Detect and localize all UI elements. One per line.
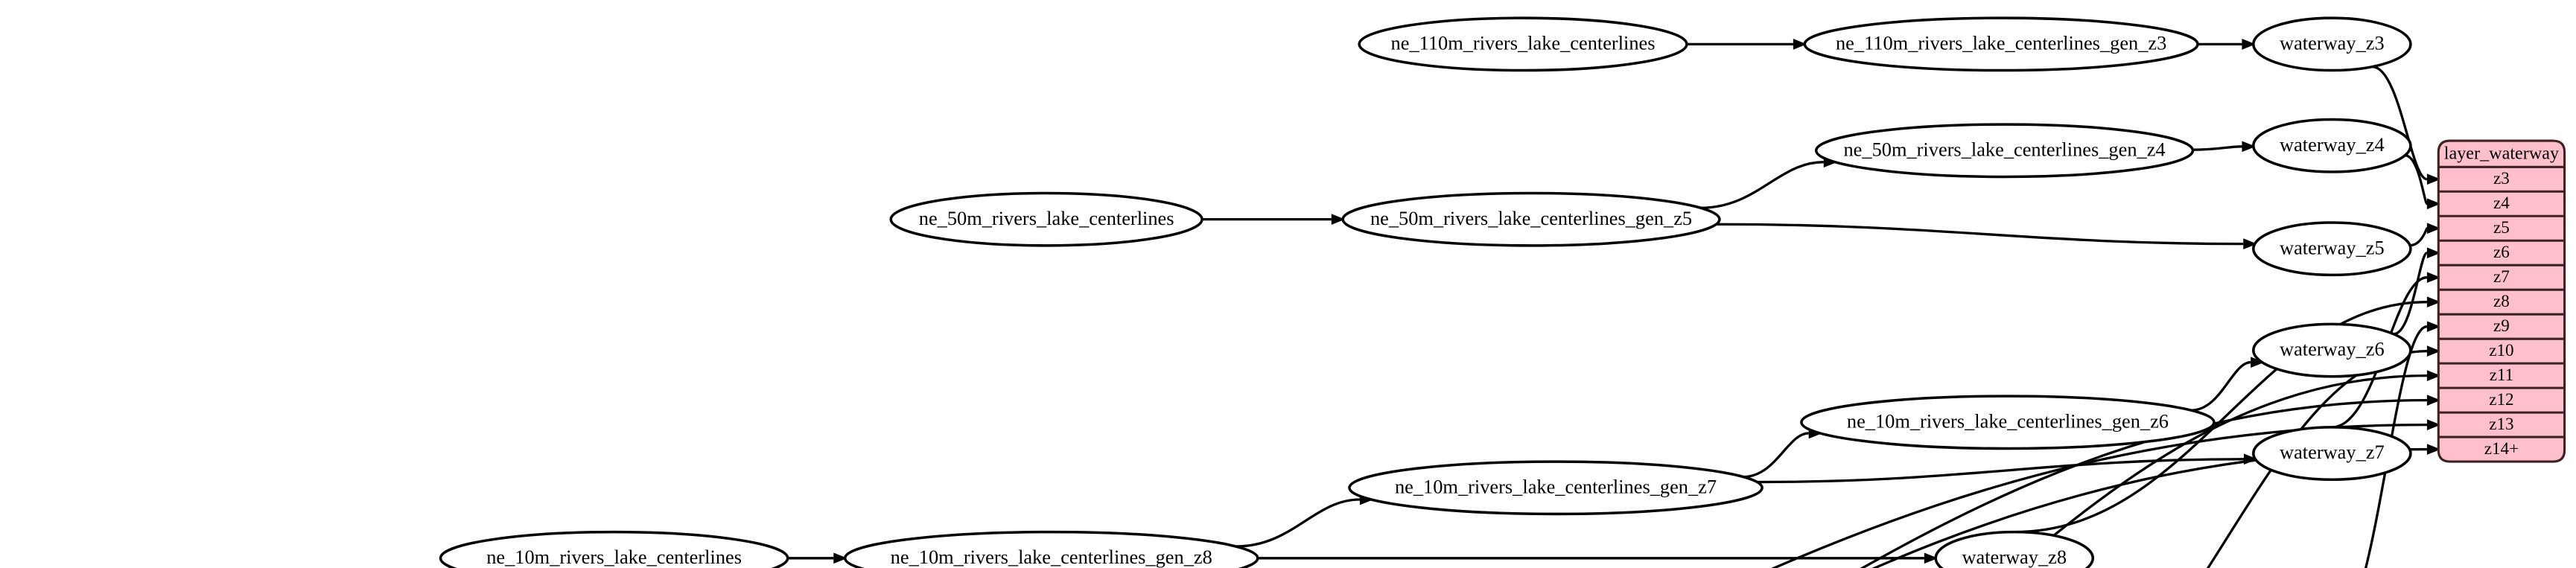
arrow-head-icon xyxy=(2251,357,2265,368)
edges-layer xyxy=(787,39,2441,568)
node-label: waterway_z5 xyxy=(2280,236,2385,258)
node-label: waterway_z8 xyxy=(1962,546,2067,568)
arrow-head-icon xyxy=(2426,198,2441,210)
arrow-head-icon xyxy=(2426,345,2441,357)
arrow-head-icon xyxy=(2243,238,2257,249)
arrow-head-icon xyxy=(2426,419,2441,430)
layer-waterway-table: layer_waterway z3 z4 z5 z6 z7 z8 z9 z10 z11 z12 z13… xyxy=(2437,139,2566,463)
node-shape xyxy=(843,530,1259,568)
nodes-layer: imposm3osm_waterway_linestringosm_import… xyxy=(439,16,2412,568)
node-label: waterway_z6 xyxy=(2280,338,2385,360)
arrow-head-icon xyxy=(2242,141,2256,153)
arrow-head-icon xyxy=(2242,39,2256,50)
table-row-label: z10 xyxy=(2489,340,2513,360)
node-shape xyxy=(1803,16,2199,72)
arrow-head-icon xyxy=(1924,552,1939,564)
node-label: ne_10m_rivers_lake_centerlines xyxy=(486,546,742,568)
node-ww_z7[interactable]: waterway_z7 xyxy=(2252,426,2412,482)
node-label: ne_10m_rivers_lake_centerlines_gen_z7 xyxy=(1395,475,1717,497)
arrow-head-icon xyxy=(2426,370,2441,381)
edge-ww_z9-to-table-z9 xyxy=(2364,325,2428,568)
arrow-head-icon xyxy=(833,552,847,564)
arrow-head-icon xyxy=(1331,214,1346,225)
arrow-head-icon xyxy=(2426,247,2441,259)
edge-ne10_z8-to-ne10_z7 xyxy=(1235,498,1360,548)
table-row-label: z3 xyxy=(2493,168,2510,188)
node-ne10_z7[interactable]: ne_10m_rivers_lake_centerlines_gen_z7 xyxy=(1348,460,1764,516)
table-row-label: z6 xyxy=(2493,242,2510,261)
edge-ww_z14-to-table-z14+ xyxy=(1871,447,2427,568)
edge-ww_z3-to-table-z3 xyxy=(2371,65,2428,181)
arrow-head-icon xyxy=(2426,321,2441,333)
node-shape xyxy=(1814,123,2195,179)
table-row-label: z12 xyxy=(2489,389,2513,409)
node-shape xyxy=(2252,221,2412,277)
node-ne10_z6[interactable]: ne_10m_rivers_lake_centerlines_gen_z6 xyxy=(1800,395,2216,450)
edge-ne10_z6-to-ww_z6 xyxy=(2191,361,2251,412)
node-label: waterway_z4 xyxy=(2280,133,2385,156)
arrow-head-icon xyxy=(2426,444,2441,455)
table-row-label: z7 xyxy=(2493,267,2510,286)
edge-ww_z11-to-table-z11 xyxy=(2011,374,2427,568)
table-row-label: z4 xyxy=(2493,193,2510,212)
node-shape xyxy=(889,191,1203,247)
edge-ne50_z5-to-ww_z5 xyxy=(1716,223,2244,246)
node-label: ne_10m_rivers_lake_centerlines_gen_z6 xyxy=(1847,409,2169,432)
table-row-label: z13 xyxy=(2489,414,2513,433)
node-label: waterway_z3 xyxy=(2280,32,2385,54)
node-ne110[interactable]: ne_110m_rivers_lake_centerlines xyxy=(1358,16,1688,72)
table-header-label: layer_waterway xyxy=(2444,143,2559,163)
table-background xyxy=(2437,139,2566,463)
table-row-label: z5 xyxy=(2493,217,2510,237)
node-ne50_z4[interactable]: ne_50m_rivers_lake_centerlines_gen_z4 xyxy=(1814,123,2195,179)
node-shape xyxy=(2252,16,2412,72)
node-ww_z3[interactable]: waterway_z3 xyxy=(2252,16,2412,72)
edge-ne10_z7-to-ne10_z6 xyxy=(1743,432,1809,479)
node-label: ne_10m_rivers_lake_centerlines_gen_z8 xyxy=(891,546,1212,568)
node-label: waterway_z7 xyxy=(2280,441,2385,463)
node-shape xyxy=(1358,16,1688,72)
edge-ww_z6-to-table-z6 xyxy=(2393,252,2429,336)
edge-ww_z5-to-table-z5 xyxy=(2409,227,2429,247)
arrow-head-icon xyxy=(2426,296,2441,308)
table-row-label: z14+ xyxy=(2484,438,2519,458)
edge-ne10_z7-to-ww_z7 xyxy=(1757,458,2244,484)
table-row-label: z8 xyxy=(2493,291,2510,310)
arrow-head-icon xyxy=(2426,223,2441,234)
node-shape xyxy=(1800,395,2216,450)
node-label: ne_110m_rivers_lake_centerlines xyxy=(1391,32,1656,54)
node-shape xyxy=(2252,322,2412,378)
arrow-head-icon xyxy=(1793,39,1807,50)
node-ne10[interactable]: ne_10m_rivers_lake_centerlines xyxy=(439,530,789,568)
node-ww_z4[interactable]: waterway_z4 xyxy=(2252,118,2412,173)
node-label: ne_50m_rivers_lake_centerlines_gen_z4 xyxy=(1843,138,2165,160)
edge-ww_z13-to-table-z13 xyxy=(1771,423,2427,568)
arrow-head-icon xyxy=(2426,395,2441,406)
node-label: ne_110m_rivers_lake_centerlines_gen_z3 xyxy=(1836,32,2166,54)
edge-ne50_z5-to-ne50_z4 xyxy=(1700,161,1824,209)
edge-ww_z4-to-table-z4 xyxy=(2404,154,2429,205)
table-row-label: z11 xyxy=(2490,365,2513,384)
node-shape xyxy=(1341,191,1721,247)
node-shape xyxy=(1348,460,1764,516)
node-shape xyxy=(2252,118,2412,173)
edge-ne50_z4-to-ww_z4 xyxy=(2192,145,2242,151)
node-shape xyxy=(439,530,789,568)
node-ne50_z5[interactable]: ne_50m_rivers_lake_centerlines_gen_z5 xyxy=(1341,191,1721,247)
node-label: ne_50m_rivers_lake_centerlines_gen_z5 xyxy=(1370,207,1692,229)
node-shape xyxy=(2252,426,2412,482)
node-ww_z6[interactable]: waterway_z6 xyxy=(2252,322,2412,378)
arrow-head-icon xyxy=(2426,272,2441,284)
node-shape xyxy=(1934,530,2095,568)
node-ne110_z3[interactable]: ne_110m_rivers_lake_centerlines_gen_z3 xyxy=(1803,16,2199,72)
node-ww_z8[interactable]: waterway_z8 xyxy=(1934,530,2095,568)
table-row-label: z9 xyxy=(2493,316,2510,335)
edge-ww_z8-to-table-z8 xyxy=(2014,301,2427,534)
node-label: ne_50m_rivers_lake_centerlines xyxy=(919,207,1174,229)
node-ne50[interactable]: ne_50m_rivers_lake_centerlines xyxy=(889,191,1203,247)
node-ne10_z8[interactable]: ne_10m_rivers_lake_centerlines_gen_z8 xyxy=(843,530,1259,568)
node-ww_z5[interactable]: waterway_z5 xyxy=(2252,221,2412,277)
arrow-head-icon xyxy=(2426,173,2441,185)
